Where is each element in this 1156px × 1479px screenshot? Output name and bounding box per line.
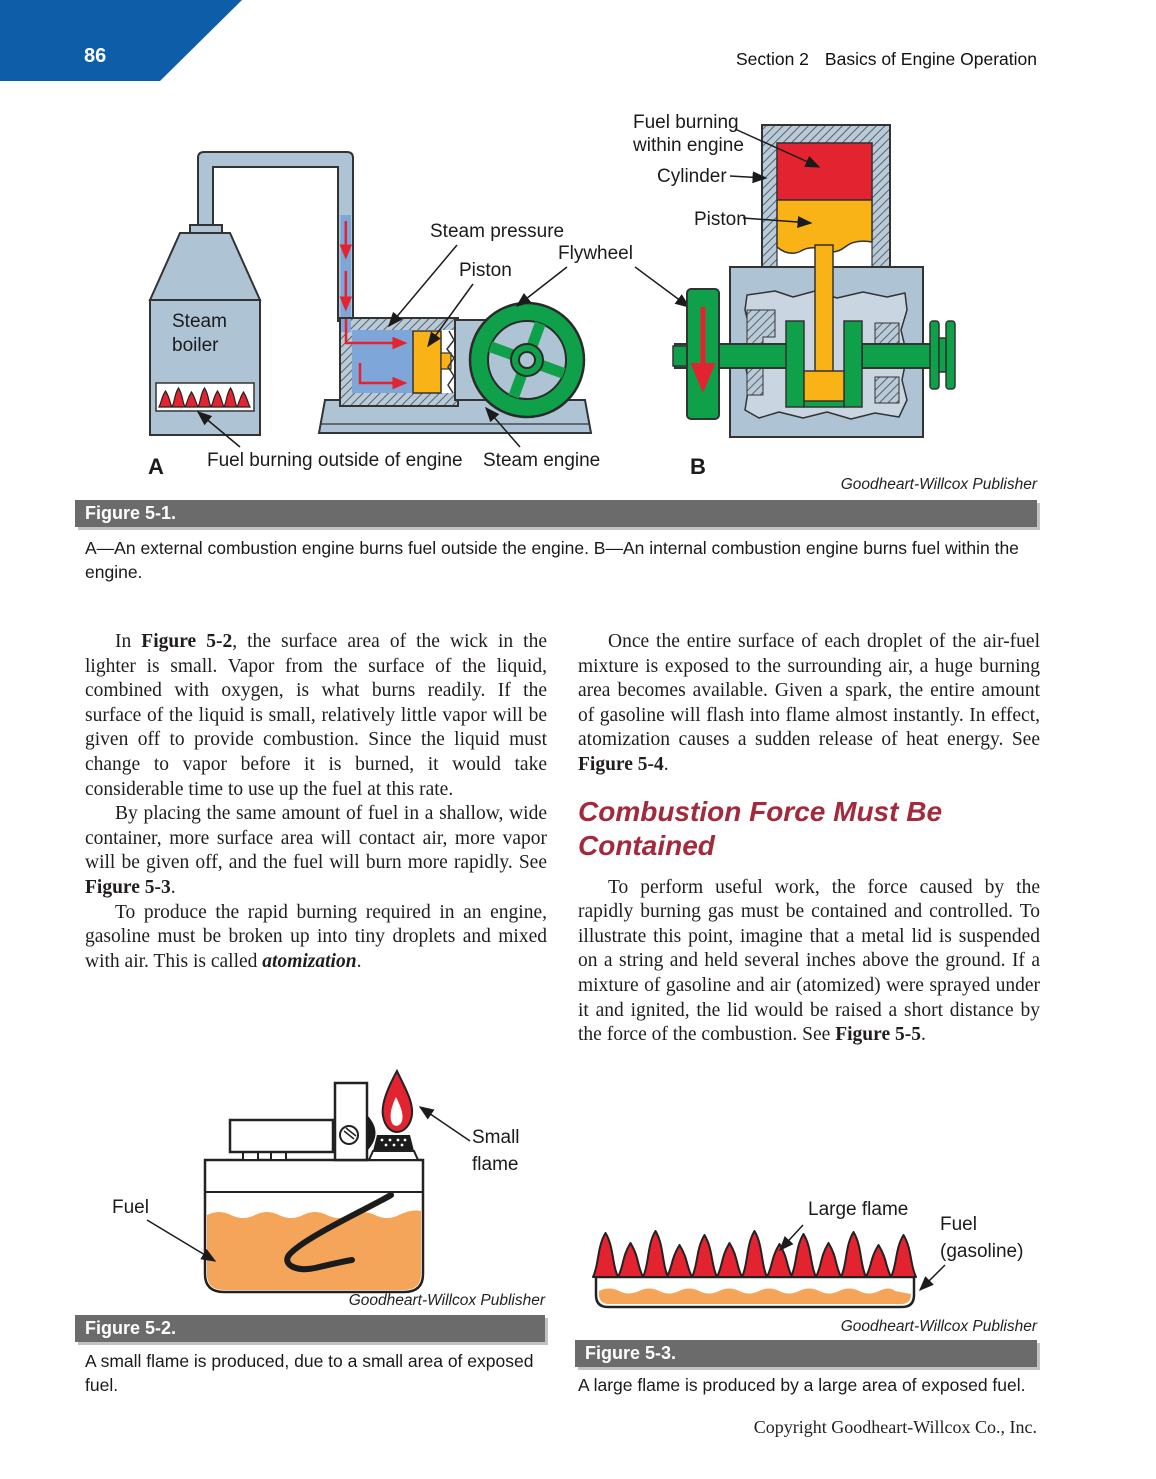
label-fuel-gasoline-line2: (gasoline) [940,1241,1023,1262]
figure-5-3-caption: A large flame is produced by a large are… [578,1375,1026,1395]
firebox-flames [158,386,251,408]
label-fuel-gasoline-line1: Fuel [940,1214,977,1235]
copyright-line: Copyright Goodheart-Willcox Co., Inc. [753,1417,1037,1437]
label-fuel-within-line2: within engine [632,135,744,156]
crankshaft-right [861,343,933,369]
section-label: Section 2 [735,49,809,69]
label-large-flame: Large flame [808,1199,908,1220]
right-column: Once the entire surface of each droplet … [578,630,1040,1048]
figure-ref: Figure 5-5 [835,1024,921,1046]
label-fuel-outside: Fuel burning outside of engine [207,450,463,471]
figure-5-1-credit: Goodheart-Willcox Publisher [840,476,1037,493]
running-header: Section 2 Basics of Engine Operation [736,49,1037,70]
paragraph-1: In Figure 5-2, the surface area of the w… [85,631,547,800]
label-fuel-within-line1: Fuel burning [633,112,739,133]
burner-screen [373,1135,414,1151]
label-steam-boiler-line1: Steam [172,311,227,332]
figure-ref: Figure 5-2 [141,631,233,652]
section-title: Basics of Engine Operation [824,49,1037,69]
label-steam-boiler-line2: boiler [172,335,219,356]
figure-ref: Figure 5-3 [85,876,171,898]
figure-5-2-bar: Figure 5-2. [75,1315,545,1342]
lighter [203,1068,425,1294]
large-flames [592,1230,917,1278]
steam-in-pipe [340,215,351,321]
figure-5-3-credit: Goodheart-Willcox Publisher [840,1318,1037,1335]
figure-5-2-illustration: Fuel Small flame [112,1068,520,1294]
figure-5-1-illustration: Steam boiler Steam pressure [148,112,956,479]
label-small-flame-line2: flame [472,1154,518,1175]
label-small-flame-line1: Small [472,1127,520,1148]
pulley [929,320,956,390]
figure-5-2-caption: A small flame is produced, due to a smal… [85,1351,534,1395]
combustion-area [776,142,873,201]
lighter-arm [333,1081,369,1162]
label-marker-b: B [690,454,706,479]
diagram-a-external-combustion: Steam boiler Steam pressure [148,151,691,479]
figure-ref: Figure 5-4 [578,753,664,775]
label-flywheel: Flywheel [558,243,633,264]
wick [284,1192,394,1273]
connecting-rod [814,244,834,381]
crank-pin [803,370,845,402]
left-column: In Figure 5-2, the surface area of the w… [85,630,547,974]
figure-5-3-bar: Figure 5-3. [575,1340,1037,1367]
label-piston-b: Piston [694,209,747,230]
page-corner-banner [0,0,242,81]
lighter-fuel [207,1210,421,1290]
glossary-term: atomization [262,950,357,972]
figure-5-2-credit: Goodheart-Willcox Publisher [348,1292,545,1309]
label-fuel: Fuel [112,1197,149,1218]
label-cylinder: Cylinder [657,166,727,187]
label-piston-a: Piston [459,260,512,281]
flywheel-a [468,301,586,419]
paragraph-4: Once the entire surface of each droplet … [578,631,1040,775]
diagram-b-internal-combustion: Fuel burning within engine Cylinder Pist… [632,112,956,479]
label-marker-a: A [148,454,164,479]
figure-5-1-bar: Figure 5-1. [75,500,1037,527]
paragraph-2: By placing the same amount of fuel in a … [85,803,547,898]
lighter-lever [228,1118,335,1154]
paragraph-5: To perform useful work, the force caused… [578,876,1040,1046]
page-number: 86 [84,45,107,67]
label-steam-pressure: Steam pressure [430,221,564,242]
section-heading: Combustion Force Must Be Contained [578,795,943,861]
pan-fuel [599,1288,911,1304]
label-steam-engine: Steam engine [483,450,600,471]
figure-5-1-caption: A—An external combustion engine burns fu… [85,538,1019,582]
boiler-dome [148,232,262,301]
steam-piston [412,330,442,394]
paragraph-3: To produce the rapid burning required in… [85,901,547,972]
figure-5-3-illustration: Large flame Fuel (gasoline) [592,1199,1023,1309]
